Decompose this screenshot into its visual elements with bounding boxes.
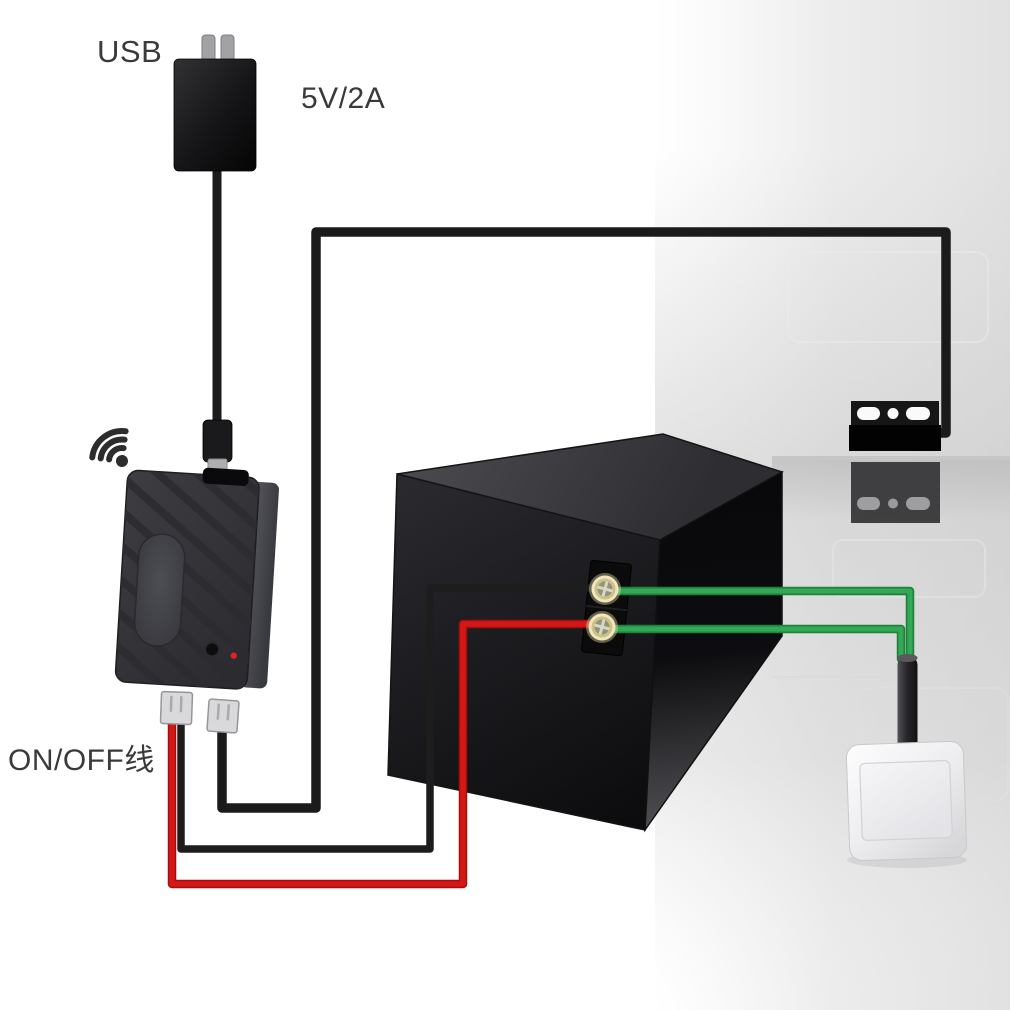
wifi-signal-icon <box>89 428 129 467</box>
background-panel-line <box>787 251 989 343</box>
onoff-wire-red <box>167 619 601 889</box>
mounting-bracket-reflection <box>851 462 940 523</box>
onoff-wire-black <box>177 584 602 853</box>
wall-switch <box>845 740 968 862</box>
onoff-connector-right <box>206 698 240 734</box>
mounting-bracket <box>849 401 941 451</box>
onoff-wire-label: ON/OFF线 <box>8 744 155 777</box>
smart-switch-module <box>114 467 279 690</box>
terminal-screw-bottom <box>586 611 618 643</box>
switch-cable-sleeve <box>897 654 918 753</box>
module-button[interactable] <box>204 641 221 658</box>
usb-label: USB <box>97 34 163 69</box>
adapter-body <box>173 58 257 172</box>
wall-switch-rocker[interactable] <box>859 760 953 841</box>
usb-power-adapter <box>173 34 257 172</box>
switch-wire-green-bottom <box>603 624 906 664</box>
terminal-screw-top <box>589 573 621 605</box>
power-spec-label: 5V/2A <box>301 82 386 115</box>
wall-edge-line <box>772 456 1010 460</box>
module-led <box>230 652 237 659</box>
switch-wire-green-top <box>609 586 915 664</box>
module-pill-recess <box>133 533 186 647</box>
module-usb-port <box>202 467 249 486</box>
power-routing-cable <box>217 227 951 813</box>
motor-box-right-face <box>644 470 783 833</box>
onoff-connector-left <box>159 690 194 726</box>
micro-usb-plug <box>202 419 233 476</box>
